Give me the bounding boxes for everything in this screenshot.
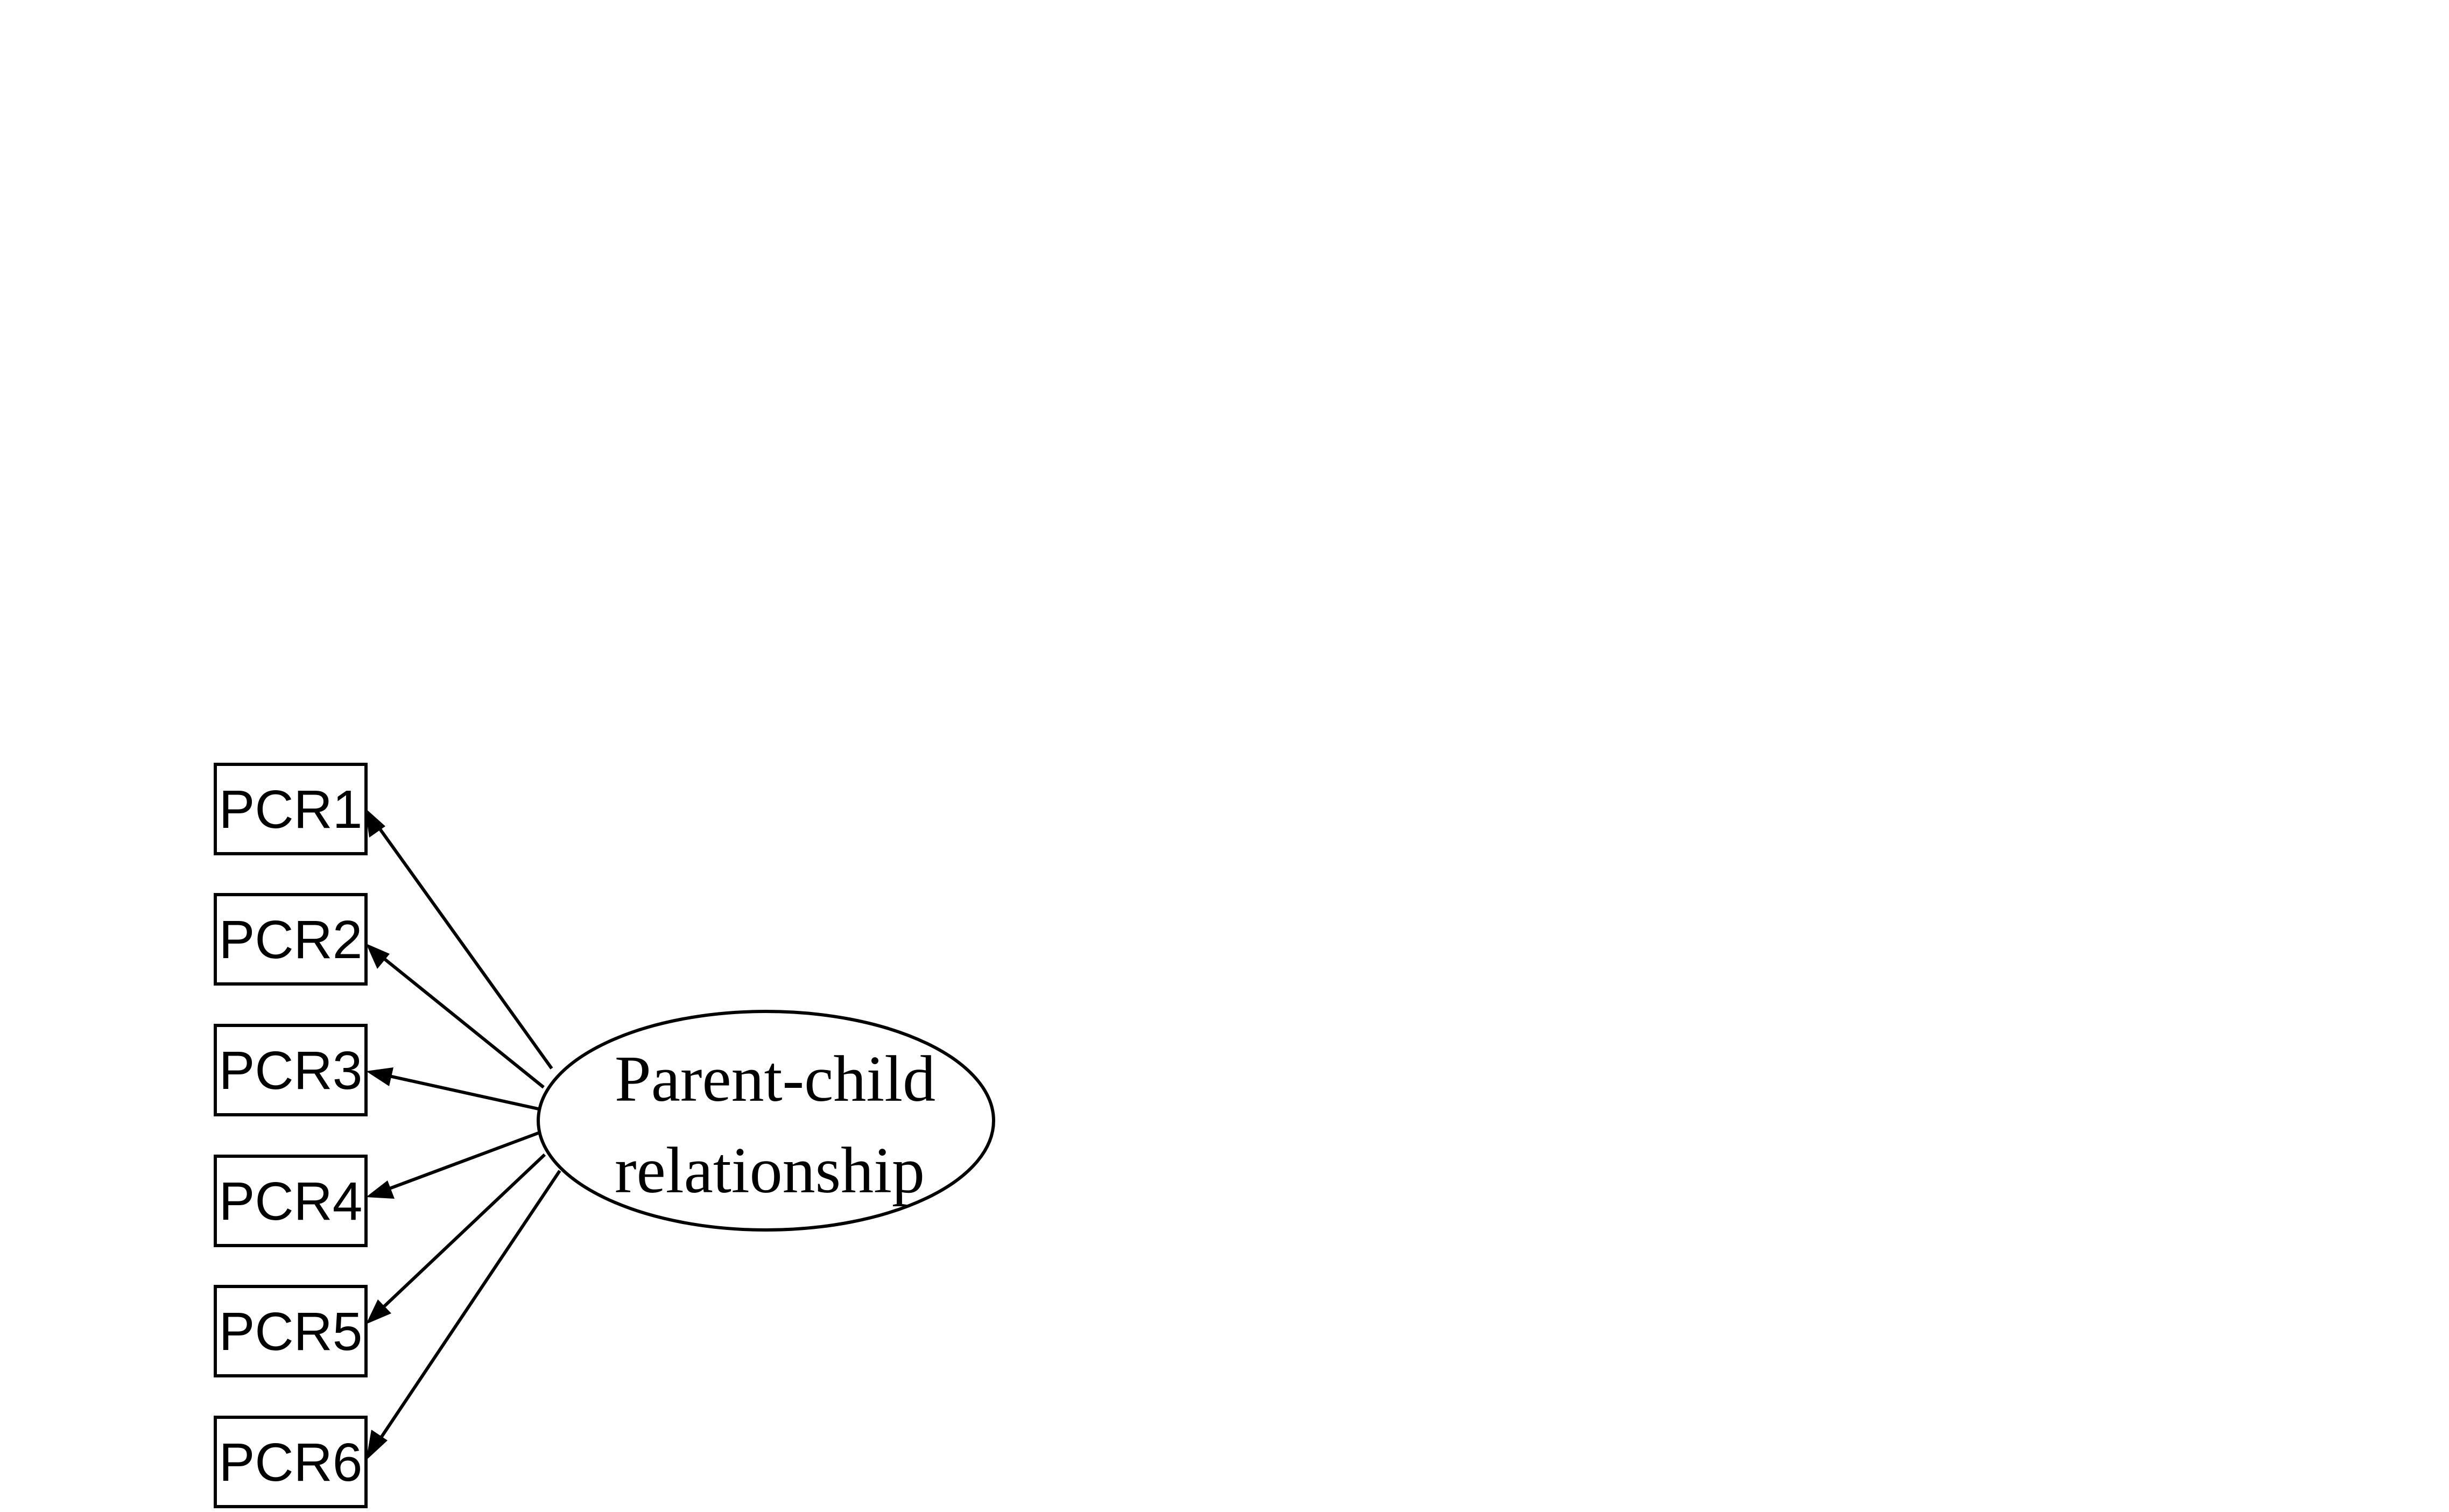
indicator-box: [214, 1416, 368, 1508]
arrow-to-pcr1: [372, 820, 553, 1070]
indicator-box: [214, 1024, 368, 1116]
arrowhead-pcr6: [366, 1430, 388, 1460]
indicator-label: PCR1: [219, 779, 363, 840]
loading-arrows: [365, 808, 561, 1460]
latent-ellipse: [537, 1010, 995, 1232]
indicator-label: PCR3: [219, 1040, 363, 1101]
indicator-pcr6: PCR6: [214, 1416, 368, 1508]
arrowhead-pcr3: [366, 1067, 393, 1086]
indicator-box: [214, 763, 368, 855]
arrow-to-pcr2: [376, 951, 545, 1089]
arrow-to-pcr4: [378, 1131, 539, 1194]
indicator-box: [214, 1155, 368, 1247]
arrowhead-pcr1: [365, 808, 385, 838]
arrowhead-pcr2: [366, 944, 390, 969]
arrow-to-pcr5: [375, 1153, 546, 1315]
arrowhead-pcr5: [366, 1299, 391, 1324]
indicator-pcr2: PCR2: [214, 893, 368, 986]
indicator-label: PCR4: [219, 1171, 363, 1232]
latent-label-line2: relationship: [615, 1134, 925, 1207]
indicator-pcr4: PCR4: [214, 1155, 368, 1247]
indicator-pcr5: PCR5: [214, 1285, 368, 1377]
arrow-to-pcr6: [372, 1170, 561, 1449]
indicator-pcr1: PCR1: [214, 763, 368, 855]
indicator-box: [214, 1285, 368, 1377]
latent-label-line1: Parent-child: [615, 1043, 935, 1115]
indicator-label: PCR5: [219, 1302, 363, 1362]
arrowhead-pcr4: [366, 1180, 395, 1199]
indicator-pcr3: PCR3: [214, 1024, 368, 1116]
latent-construct: Parent-child relationship: [537, 1010, 995, 1232]
indicator-label: PCR6: [219, 1432, 363, 1493]
indicator-box: [214, 893, 368, 986]
indicator-label: PCR2: [219, 910, 363, 970]
arrow-to-pcr3: [379, 1072, 539, 1110]
